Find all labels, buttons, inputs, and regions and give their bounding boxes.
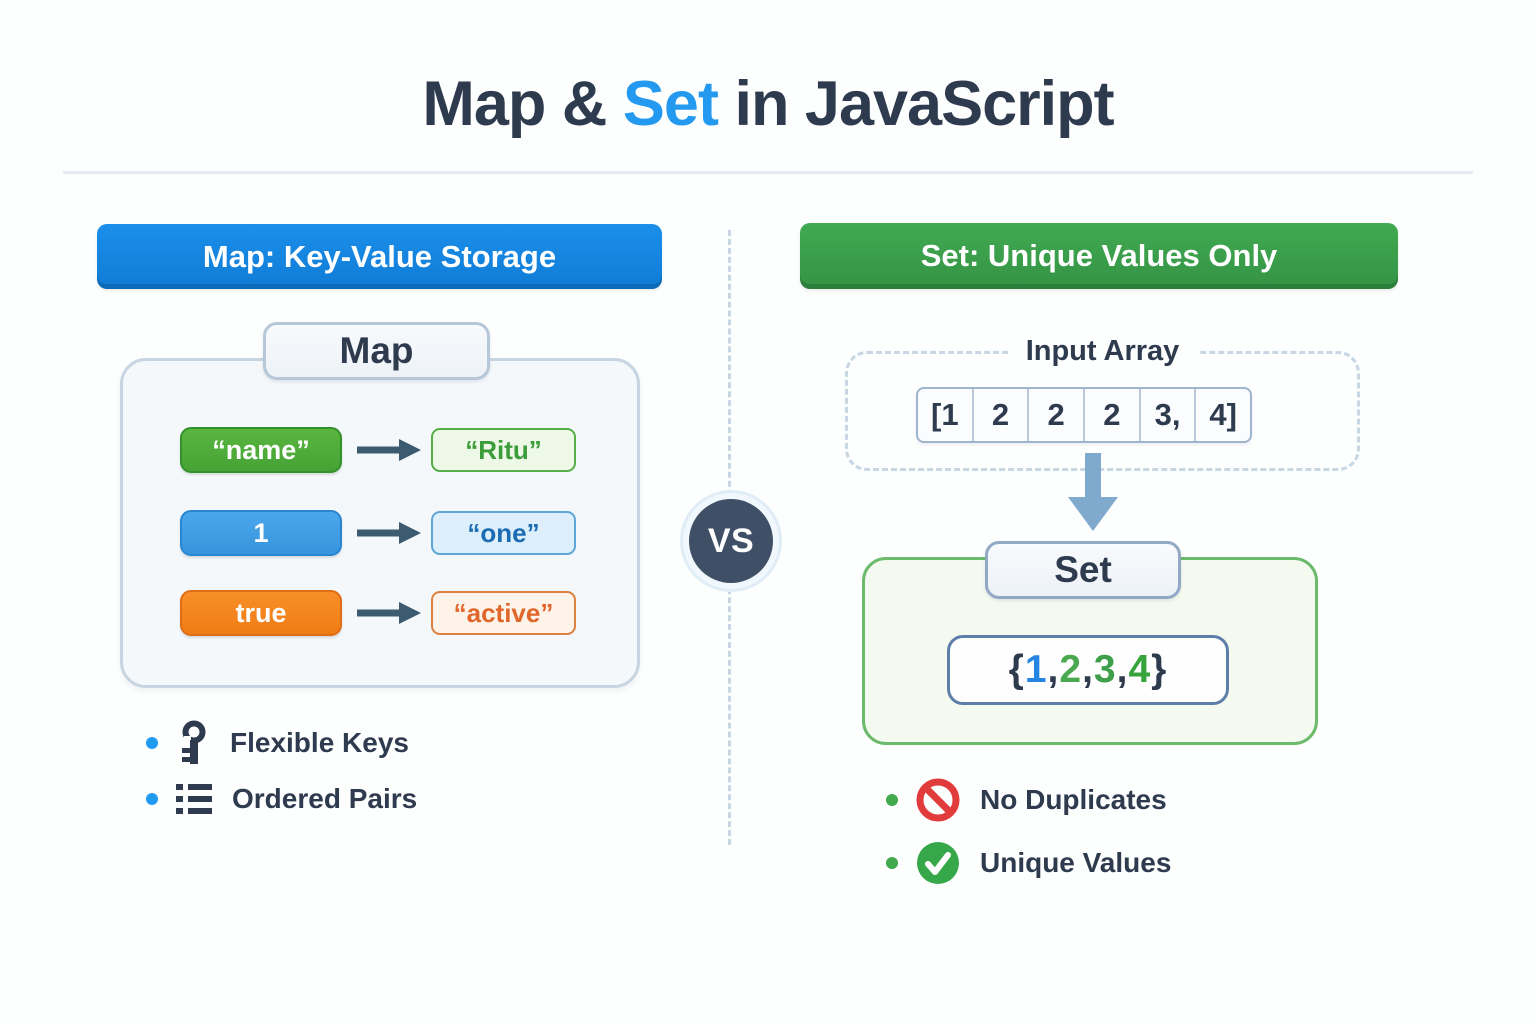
- bullet-label: No Duplicates: [980, 784, 1167, 815]
- map-key-name: “name”: [180, 427, 342, 473]
- bullet-label: Flexible Keys: [230, 727, 409, 758]
- arrow-down-icon: [1068, 453, 1118, 531]
- map-value-ritu: “Ritu”: [431, 428, 576, 472]
- input-array-cells: [1 2 2 2 3, 4]: [916, 387, 1252, 443]
- map-row-true: true “active”: [180, 590, 576, 636]
- no-duplicates-icon: [916, 778, 960, 822]
- page-title: Map & Set in JavaScript: [0, 68, 1536, 140]
- map-key-true: true: [180, 590, 342, 636]
- map-header-banner: Map: Key-Value Storage: [97, 224, 662, 289]
- map-row-name: “name” “Ritu”: [180, 427, 576, 473]
- title-accent: Set: [622, 69, 719, 139]
- check-icon: [916, 841, 960, 885]
- map-card-tab-label: Map: [339, 330, 414, 371]
- list-icon: [176, 782, 212, 816]
- title-divider: [63, 171, 1473, 174]
- bullet-no-duplicates: No Duplicates: [886, 778, 1167, 822]
- title-part1: Map &: [422, 69, 623, 139]
- vs-badge: VS: [680, 490, 782, 592]
- arrow-right-icon: [357, 439, 421, 461]
- set-value-token: 2: [1059, 648, 1083, 691]
- set-value-token: }: [1151, 648, 1168, 691]
- array-cell: 4]: [1194, 389, 1250, 441]
- map-card-tab: Map: [263, 322, 490, 380]
- set-value-token: 3: [1093, 648, 1117, 691]
- set-value-token: 1: [1024, 648, 1048, 691]
- set-card-tab: Set: [985, 541, 1181, 599]
- map-value-one: “one”: [431, 511, 576, 555]
- title-part3: in JavaScript: [717, 69, 1114, 139]
- array-cell: 2: [971, 389, 1028, 441]
- set-value-token: ,: [1082, 648, 1094, 691]
- map-row-one: 1 “one”: [180, 510, 576, 556]
- array-cell: 2: [1083, 389, 1139, 441]
- set-value-token: {: [1008, 648, 1025, 691]
- bullet-ordered-pairs: Ordered Pairs: [146, 782, 417, 816]
- set-card-tab-label: Set: [1054, 549, 1112, 590]
- array-cell: [1: [931, 397, 959, 432]
- map-key-1: 1: [180, 510, 342, 556]
- key-icon: [176, 720, 210, 766]
- array-cell: 3,: [1138, 389, 1195, 441]
- set-value-token: 4: [1128, 648, 1152, 691]
- input-array-box: Input Array [1 2 2 2 3, 4]: [845, 335, 1360, 471]
- bullet-dot: [146, 793, 158, 805]
- bullet-label: Unique Values: [980, 847, 1172, 878]
- set-header-label: Set: Unique Values Only: [920, 238, 1278, 273]
- input-array-label: Input Array: [1007, 335, 1198, 368]
- set-values-box: { 1, 2, 3, 4 }: [947, 635, 1229, 705]
- bullet-dot: [886, 857, 898, 869]
- bullet-dot: [886, 794, 898, 806]
- bullet-flexible-keys: Flexible Keys: [146, 720, 409, 766]
- set-value-token: ,: [1047, 648, 1060, 691]
- bullet-dot: [146, 737, 158, 749]
- map-header-label: Map: Key-Value Storage: [202, 238, 557, 274]
- bullet-unique-values: Unique Values: [886, 841, 1171, 885]
- set-value-token: ,: [1116, 648, 1129, 691]
- map-value-active: “active”: [431, 591, 576, 635]
- arrow-right-icon: [357, 522, 421, 544]
- arrow-right-icon: [357, 602, 421, 624]
- array-cell: 2: [1027, 389, 1083, 441]
- vs-badge-label: VS: [689, 499, 773, 583]
- bullet-label: Ordered Pairs: [232, 783, 418, 814]
- set-header-banner: Set: Unique Values Only: [800, 223, 1398, 289]
